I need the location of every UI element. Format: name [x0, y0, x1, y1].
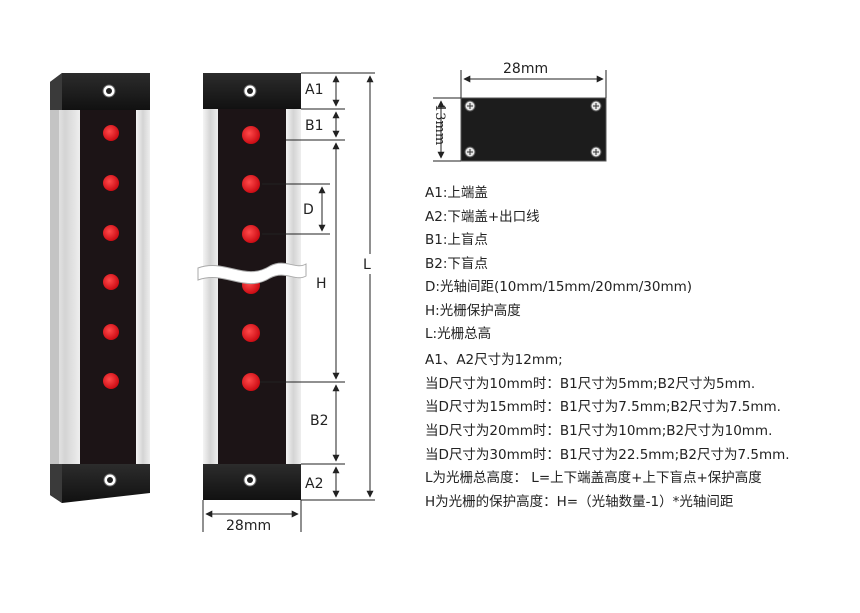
- screw-icons: [464, 100, 602, 158]
- dimension-lines: [202, 72, 375, 532]
- top-view-body: [461, 98, 606, 161]
- label-bottom-width: 28mm: [226, 518, 271, 534]
- note-item: L为光栅总高度： L=上下端盖高度+上下盲点+保护高度: [425, 470, 762, 487]
- note-item: 当D尺寸为30mm时：B1尺寸为22.5mm;B2尺寸为7.5mm.: [425, 446, 790, 463]
- legend-item: D:光轴间距(10mm/15mm/20mm/30mm): [425, 279, 693, 295]
- label-h: H: [316, 276, 327, 292]
- legend-item: L:光栅总高: [425, 326, 492, 342]
- front-right-rail: [286, 109, 301, 464]
- legend: A1:上端盖 A2:下端盖+出口线 B1:上盲点 B2:下盲点 D:光轴间距(1…: [425, 182, 855, 347]
- top-view: [460, 97, 607, 162]
- label-l: L: [363, 257, 371, 273]
- label-b2: B2: [310, 413, 329, 429]
- perspective-view: [50, 73, 150, 503]
- notes: A1、A2尺寸为12mm; 当D尺寸为10mm时：B1尺寸为5mm;B2尺寸为5…: [425, 349, 855, 515]
- top-view-dimensions: [433, 70, 607, 162]
- legend-item: B2:下盲点: [425, 255, 488, 272]
- note-item: 当D尺寸为20mm时：B1尺寸为10mm;B2尺寸为10mm.: [425, 423, 773, 440]
- label-top-width: 28mm: [503, 61, 548, 77]
- label-top-height: 13mm: [432, 104, 447, 145]
- label-a2: A2: [305, 476, 323, 492]
- legend-item: B1:上盲点: [425, 232, 488, 248]
- note-item: H为光栅的保护高度：H=（光轴数量-1）*光轴间距: [425, 494, 734, 511]
- bottom-cap-3d: [50, 464, 150, 503]
- break-line: [197, 262, 307, 285]
- front-view: [197, 73, 307, 500]
- note-item: 当D尺寸为15mm时：B1尺寸为7.5mm;B2尺寸为7.5mm.: [425, 399, 781, 416]
- label-b1: B1: [305, 118, 324, 134]
- legend-item: A2:下端盖+出口线: [425, 208, 540, 225]
- front-left-rail: [203, 109, 218, 464]
- top-cap-3d: [50, 73, 150, 110]
- label-a1: A1: [305, 82, 323, 98]
- legend-item: A1:上端盖: [425, 185, 488, 201]
- legend-item: H:光栅保护高度: [425, 302, 521, 319]
- leds-3d: [103, 125, 119, 389]
- note-item: 当D尺寸为10mm时：B1尺寸为5mm;B2尺寸为5mm.: [425, 375, 756, 392]
- label-d: D: [303, 202, 314, 218]
- note-item: A1、A2尺寸为12mm;: [425, 352, 563, 368]
